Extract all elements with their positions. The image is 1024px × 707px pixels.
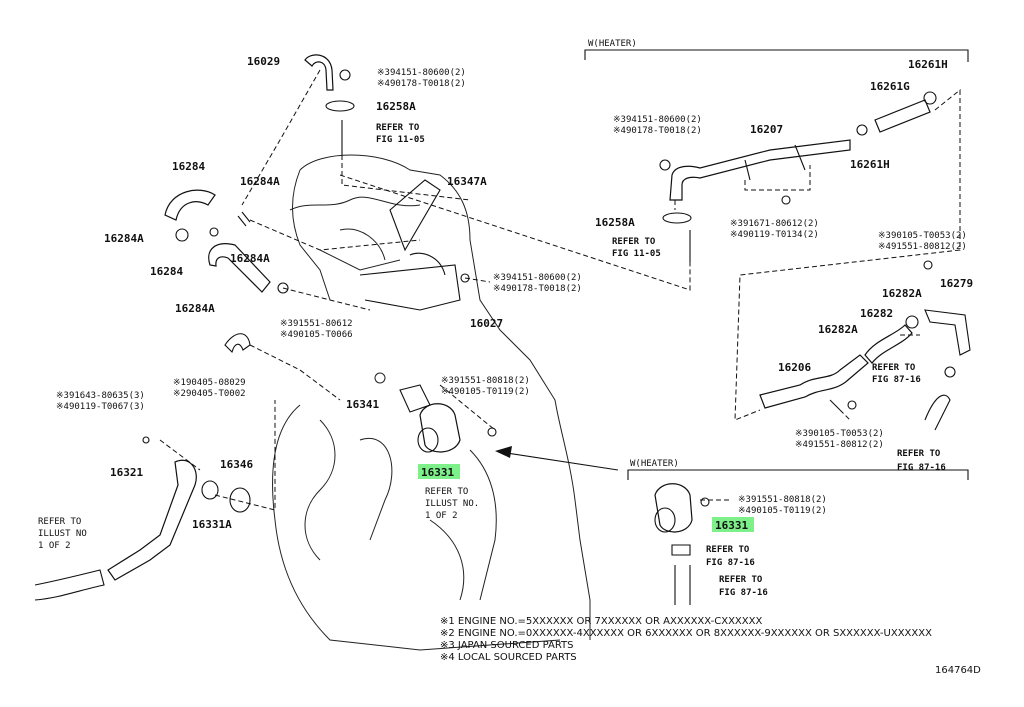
highlight-16331-main: [418, 464, 460, 479]
label-16206[interactable]: 16206: [778, 361, 811, 374]
pipe-16207: [659, 91, 937, 262]
water-inlet-16331-heater: [654, 483, 710, 605]
bolt-1b: ※490178-T0018(2): [377, 79, 466, 89]
label-16331a[interactable]: 16331A: [192, 518, 232, 531]
note-3: ※3 JAPAN SOURCED PARTS: [440, 640, 574, 651]
bolt-7b: ※490178-T0018(2): [613, 126, 702, 136]
leader-lines: [159, 69, 961, 511]
bolt-2b: ※490178-T0018(2): [493, 284, 582, 294]
label-16321[interactable]: 16321: [110, 466, 143, 479]
note-2: ※2 ENGINE NO.=0XXXXXX-4XXXXXX OR 6XXXXXX…: [440, 628, 932, 639]
bolt-8a: ※391671-80612(2): [730, 219, 819, 229]
fastener-labels: ※394151-80600(2) ※490178-T0018(2) ※39415…: [56, 68, 967, 516]
pipe-16029: [304, 54, 355, 155]
label-16341[interactable]: 16341: [346, 398, 379, 411]
label-16284-top[interactable]: 16284: [172, 160, 205, 173]
label-16282a-2[interactable]: 16282A: [818, 323, 858, 336]
label-16027[interactable]: 16027: [470, 317, 503, 330]
ref-fig-87-16-b-fig[interactable]: FIG 87-16: [897, 463, 946, 473]
hose-16284-top: [164, 189, 289, 354]
bolt-5a: ※391643-80635(3): [56, 391, 145, 401]
label-16258a-top[interactable]: 16258A: [376, 100, 416, 113]
ref-fig-87-16-c[interactable]: REFER TO: [706, 545, 750, 555]
ref-fig-87-16-d[interactable]: REFER TO: [719, 575, 763, 585]
bolt-7a: ※394151-80600(2): [613, 115, 702, 125]
bracket-16347a: [359, 179, 470, 311]
bolt-2a: ※394151-80600(2): [493, 273, 582, 283]
label-16282[interactable]: 16282: [860, 307, 893, 320]
bolt-9b: ※491551-80812(2): [878, 242, 967, 252]
pipe-16321: [34, 436, 251, 601]
ref-illust-mid-1[interactable]: REFER TO: [425, 487, 468, 497]
heater-bracket-top: W(HEATER): [584, 39, 969, 62]
bolt-10a: ※390105-T0053(2): [795, 429, 884, 439]
ref-fig-11-05-a-fig[interactable]: FIG 11-05: [376, 135, 425, 145]
part-labels[interactable]: 16029 16258A 16284 16284A 16284A 16284A …: [104, 55, 973, 532]
bolt-6b: ※490105-T0119(2): [441, 387, 530, 397]
label-16261h-1[interactable]: 16261H: [908, 58, 948, 71]
label-16207[interactable]: 16207: [750, 123, 783, 136]
bolt-8b: ※490119-T0134(2): [730, 230, 819, 240]
figure-id: 164764D: [935, 665, 981, 676]
bolt-9a: ※390105-T0053(2): [878, 231, 967, 241]
water-inlet-16331: [399, 384, 497, 453]
bolt-11b: ※490105-T0119(2): [738, 506, 827, 516]
bolt-3a: ※391551-80612: [280, 319, 353, 329]
heater-label-top: W(HEATER): [588, 39, 637, 49]
ref-fig-87-16-b[interactable]: REFER TO: [897, 449, 941, 459]
bolt-5b: ※490119-T0067(3): [56, 402, 145, 412]
pointer-arrow: [495, 446, 619, 471]
label-16347a[interactable]: 16347A: [447, 175, 487, 188]
ref-illust-mid-2[interactable]: ILLUST NO.: [425, 499, 479, 509]
ref-fig-11-05-a[interactable]: REFER TO: [376, 123, 420, 133]
label-16029[interactable]: 16029: [247, 55, 280, 68]
heater-label-bottom: W(HEATER): [630, 459, 679, 469]
bolt-4a: ※190405-08029: [173, 378, 246, 388]
ref-illust-left-1[interactable]: REFER TO: [38, 517, 81, 527]
ref-fig-87-16-c-fig[interactable]: FIG 87-16: [706, 558, 755, 568]
label-16331-heater[interactable]: 16331: [715, 519, 748, 532]
label-16284a-3[interactable]: 16284A: [230, 252, 270, 265]
bolt-10b: ※491551-80812(2): [795, 440, 884, 450]
reference-labels[interactable]: REFER TO FIG 11-05 REFER TO FIG 11-05 RE…: [38, 123, 946, 598]
heater-bracket-bottom: W(HEATER): [627, 459, 969, 480]
ref-fig-87-16-a[interactable]: REFER TO: [872, 363, 916, 373]
label-16346[interactable]: 16346: [220, 458, 253, 471]
label-16284a-2[interactable]: 16284A: [104, 232, 144, 245]
highlight-16331-heater: [712, 517, 754, 532]
note-4: ※4 LOCAL SOURCED PARTS: [440, 652, 577, 663]
ref-fig-11-05-b[interactable]: REFER TO: [612, 237, 656, 247]
label-16261h-2[interactable]: 16261H: [850, 158, 890, 171]
ref-fig-87-16-d-fig[interactable]: FIG 87-16: [719, 588, 768, 598]
bolt-1a: ※394151-80600(2): [377, 68, 466, 78]
label-16279[interactable]: 16279: [940, 277, 973, 290]
label-16284a-4[interactable]: 16284A: [175, 302, 215, 315]
label-16261g[interactable]: 16261G: [870, 80, 910, 93]
bolt-3b: ※490105-T0066: [280, 330, 353, 340]
bolt-11a: ※391551-80818(2): [738, 495, 827, 505]
ref-illust-left-3[interactable]: 1 OF 2: [38, 541, 71, 551]
footnotes: ※1 ENGINE NO.=5XXXXXX OR 7XXXXXX OR AXXX…: [440, 616, 932, 663]
bolt-4b: ※290405-T0002: [173, 389, 246, 399]
ref-illust-mid-3[interactable]: 1 OF 2: [425, 511, 458, 521]
engine-block-outline: [272, 154, 591, 651]
ref-illust-left-2[interactable]: ILLUST NO: [38, 529, 87, 539]
label-16258a-right[interactable]: 16258A: [595, 216, 635, 229]
label-16284-mid[interactable]: 16284: [150, 265, 183, 278]
bolt-6a: ※391551-80818(2): [441, 376, 530, 386]
note-1: ※1 ENGINE NO.=5XXXXXX OR 7XXXXXX OR AXXX…: [440, 616, 762, 627]
ref-fig-87-16-a-fig[interactable]: FIG 87-16: [872, 375, 921, 385]
label-16284a-1[interactable]: 16284A: [240, 175, 280, 188]
label-16331-main[interactable]: 16331: [421, 466, 454, 479]
label-16282a-1[interactable]: 16282A: [882, 287, 922, 300]
pipe-16206: [759, 260, 971, 431]
ref-fig-11-05-b-fig[interactable]: FIG 11-05: [612, 249, 661, 259]
